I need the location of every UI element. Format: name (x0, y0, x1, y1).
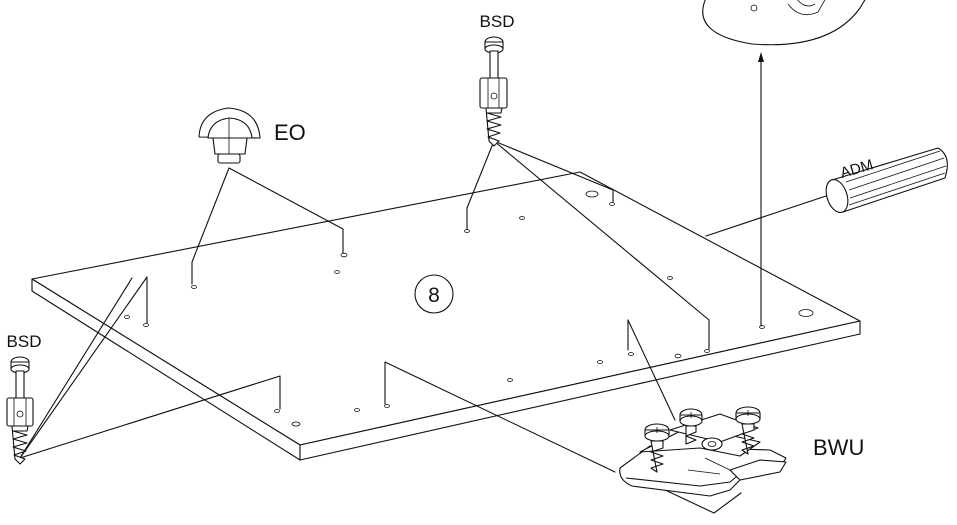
step-number-badge: 8 (414, 274, 454, 314)
eo-label: EO (274, 120, 306, 145)
bsd-cam-bolt-icon (479, 36, 508, 147)
eo-shelf-support-icon (198, 107, 261, 164)
bsd-top-label: BSD (480, 12, 515, 31)
panel-holes (124, 190, 814, 427)
leader-lines (19, 52, 830, 514)
bwu-label: BWU (813, 435, 864, 460)
bsd-left-label: BSD (7, 332, 42, 351)
step-number: 8 (428, 284, 440, 307)
bsd-cam-bolt-icon (6, 356, 34, 465)
detail-callout (702, 0, 866, 46)
adm-dowel-icon (825, 147, 948, 214)
bwu-hinge-plate-icon (619, 406, 787, 497)
